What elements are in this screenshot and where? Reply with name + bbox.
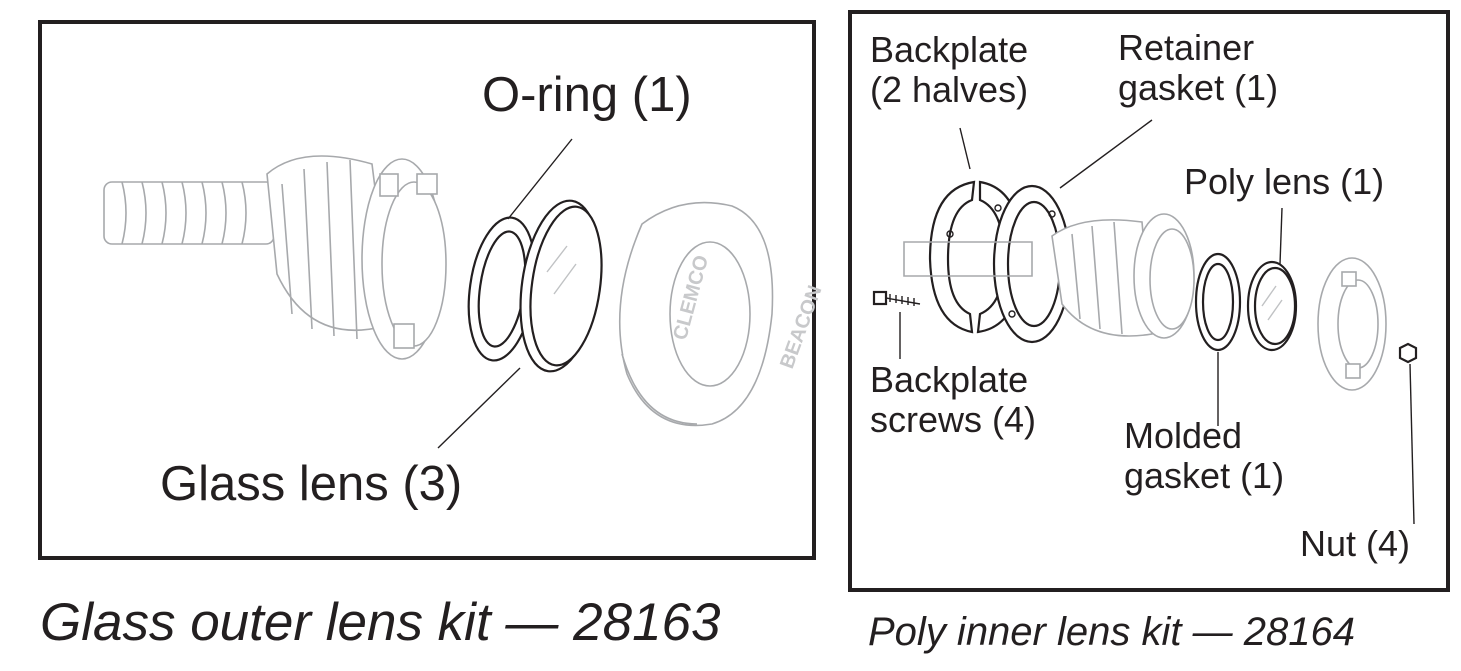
poly-lens-kit-illustration — [872, 119, 1418, 525]
poly-lens-leader-line — [1279, 207, 1283, 265]
hose-fitting — [103, 181, 275, 245]
retainer-label-line2: gasket (1) — [1118, 67, 1279, 109]
beacon-cap: CLEMCO BEACON — [618, 201, 826, 427]
backplate-label-line1: Backplate — [870, 29, 1029, 70]
molded-label-line2: gasket (1) — [1124, 455, 1285, 497]
o-ring-label: O-ring (1) — [482, 68, 692, 122]
retainer-ring — [1317, 257, 1387, 391]
poly-lens-kit-panel: Backplate (2 halves) Retainer gasket (1)… — [848, 10, 1450, 592]
retainer-gasket-label: Retainer gasket (1) — [1118, 27, 1279, 109]
glass-kit-caption: Glass outer lens kit — 28163 — [40, 593, 721, 652]
backplate-screw — [872, 290, 921, 306]
o-ring-leader-line — [507, 138, 573, 220]
poly-lens — [1246, 260, 1298, 352]
lamp-housing-right — [903, 213, 1195, 339]
backplate-leader-line — [959, 127, 971, 170]
molded-gasket-label: Molded gasket (1) — [1124, 415, 1285, 497]
poly-kit-caption: Poly inner lens kit — 28164 — [868, 610, 1355, 654]
glass-lens-leader-line — [437, 367, 521, 449]
retainer-label-line1: Retainer — [1118, 27, 1255, 68]
backplate-label-line2: (2 halves) — [870, 69, 1029, 111]
glass-lens — [519, 199, 603, 373]
backplate-screws-label: Backplate screws (4) — [870, 359, 1037, 441]
molded-gasket — [1194, 252, 1242, 352]
glass-lens-kit-illustration: CLEMCO BEACON — [103, 138, 826, 449]
screws-label-line2: screws (4) — [870, 399, 1037, 441]
screws-label-line1: Backplate — [870, 359, 1029, 400]
nut-leader-line — [1409, 363, 1415, 525]
glass-lens-kit-panel: CLEMCO BEACON O-ring (1) Glass lens (3) — [38, 20, 826, 560]
nut-label: Nut (4) — [1300, 523, 1411, 564]
o-ring — [467, 216, 537, 362]
cap-brand-text-2: BEACON — [776, 283, 826, 372]
poly-lens-label: Poly lens (1) — [1184, 161, 1385, 202]
nut — [1398, 342, 1418, 364]
backplate-label: Backplate (2 halves) — [870, 29, 1029, 111]
lamp-housing — [266, 155, 447, 360]
glass-lens-label: Glass lens (3) — [160, 457, 463, 511]
molded-label-line1: Molded — [1124, 415, 1243, 456]
retainer-leader-line — [1059, 119, 1153, 189]
